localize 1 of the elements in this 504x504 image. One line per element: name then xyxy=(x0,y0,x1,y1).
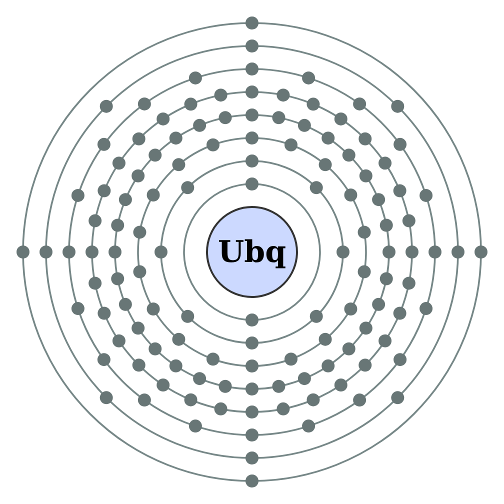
element-symbol: Ubq xyxy=(218,234,286,270)
